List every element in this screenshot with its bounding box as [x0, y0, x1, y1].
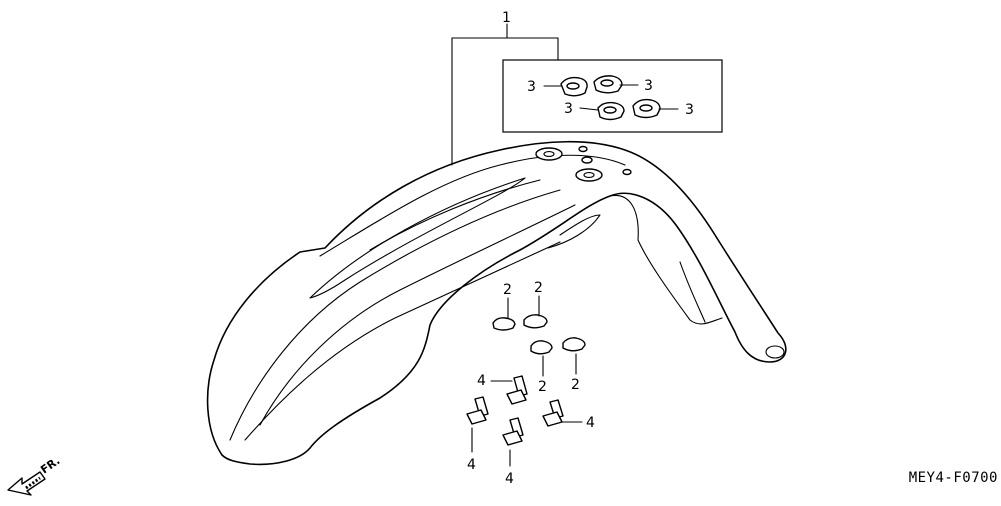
rubber-washers: 2 2 2 2: [492, 280, 586, 395]
callout-label-4a: 4: [477, 373, 486, 389]
bolt-2: [466, 396, 489, 453]
callout-label-2c: 2: [538, 379, 547, 395]
callout-label-2a: 2: [503, 282, 512, 298]
bolt-1: [490, 375, 528, 405]
direction-label: FR.: [38, 454, 62, 476]
arrow-icon: [7, 471, 46, 496]
callout-label-4b: 4: [467, 457, 476, 473]
bolt-3: [542, 399, 583, 427]
callout-label-1: 1: [502, 10, 511, 26]
callout-label-3b: 3: [644, 78, 653, 94]
callout-1-fender: 1: [451, 10, 559, 166]
callout-label-3d: 3: [685, 102, 694, 118]
callout-label-4c: 4: [586, 415, 595, 431]
callout-label-2b: 2: [534, 280, 543, 296]
callout-label-3a: 3: [527, 79, 536, 95]
bolt-4: [502, 417, 524, 467]
drawing-code: MEY4-F0700: [908, 470, 998, 486]
grommet-2: [593, 75, 639, 94]
callout-label-4d: 4: [505, 471, 514, 487]
front-direction-arrow: FR.: [7, 454, 62, 496]
grommet-3: [579, 101, 625, 121]
grommet-1: [543, 76, 588, 97]
grommet-set-box: 3 3 3 3: [502, 59, 723, 133]
callout-label-3c: 3: [564, 101, 573, 117]
callout-label-2d: 2: [571, 377, 580, 393]
front-fender: [206, 140, 787, 466]
bolts: 4 4 4 4: [466, 373, 595, 487]
grommet-4: [632, 98, 679, 119]
